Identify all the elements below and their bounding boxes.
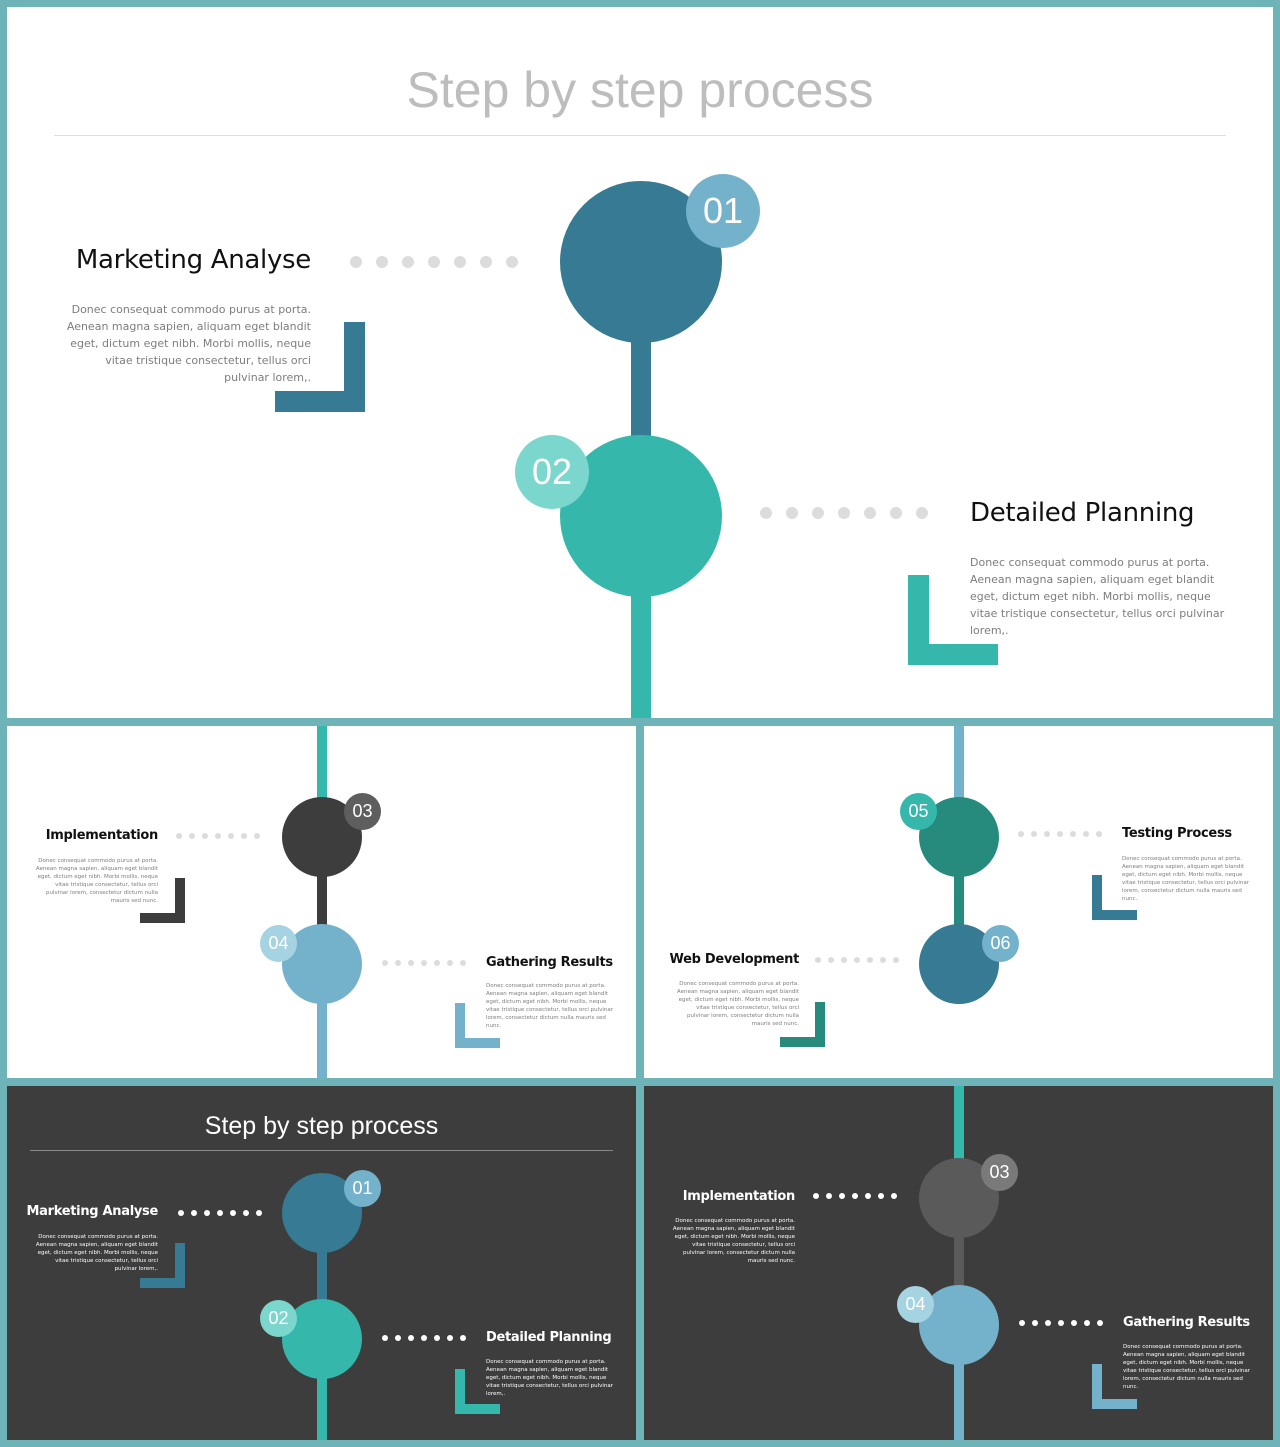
step-1-heading: Marketing Analyse (75, 245, 311, 275)
corner-bracket-icon (455, 1369, 500, 1414)
step-5-heading: Testing Process (1122, 826, 1232, 841)
step-2-description: Donec consequat commodo purus at porta. … (970, 556, 1225, 637)
connector-dots (760, 507, 928, 519)
connector-dots (1019, 1320, 1103, 1326)
connector-dots (350, 256, 518, 268)
step-1-number-badge: 01 (686, 174, 760, 248)
step-6-heading: Web Development (669, 952, 800, 967)
timeline-connector (954, 876, 964, 926)
timeline-connector (954, 1086, 964, 1160)
connector-dots (815, 957, 899, 963)
slide-main-dark: Step by step process 01 Marketing Analys… (7, 1086, 636, 1440)
corner-bracket-icon (780, 1002, 825, 1047)
corner-bracket-icon (275, 322, 365, 412)
step-1-description: Donec consequat commodo purus at porta. … (35, 1234, 158, 1272)
step-1-description: Donec consequat commodo purus at porta. … (66, 303, 311, 384)
connector-dots (176, 833, 260, 839)
step-3-description: Donec consequat commodo purus at porta. … (35, 858, 158, 904)
timeline-connector (317, 726, 327, 798)
step-3-heading: Implementation (45, 828, 159, 843)
slide-title: Step by step process (204, 1112, 439, 1140)
step-2-number-badge: 02 (515, 435, 589, 509)
title-divider (54, 135, 1226, 136)
timeline-connector (954, 1234, 964, 1288)
connector-dots (382, 1335, 466, 1341)
corner-bracket-icon (1092, 1364, 1137, 1409)
step-4-heading: Gathering Results (1123, 1315, 1250, 1330)
timeline-connector (631, 327, 651, 447)
slide-implementation: 03 Implementation Donec consequat commod… (7, 726, 636, 1078)
step-3-description: Donec consequat commodo purus at porta. … (672, 1218, 795, 1264)
timeline-connector (954, 726, 964, 798)
step-2-number-badge: 02 (260, 1300, 297, 1337)
timeline-connector (317, 1376, 327, 1440)
step-4-description: Donec consequat commodo purus at porta. … (1123, 1344, 1251, 1390)
corner-bracket-icon (1092, 875, 1137, 920)
step-6-description: Donec consequat commodo purus at porta. … (676, 981, 799, 1027)
step-2-heading: Detailed Planning (970, 498, 1195, 528)
step-4-description: Donec consequat commodo purus at porta. … (486, 983, 614, 1029)
slide-implementation-dark: 03 Implementation Donec consequat commod… (644, 1086, 1273, 1440)
step-5-number-badge: 05 (900, 793, 937, 830)
step-5-description: Donec consequat commodo purus at porta. … (1122, 856, 1250, 902)
timeline-connector (317, 1001, 327, 1078)
corner-bracket-icon (140, 878, 185, 923)
slide-title: Step by step process (406, 62, 874, 118)
step-1-number-badge: 01 (344, 1170, 381, 1207)
timeline-connector (954, 1362, 964, 1440)
slide-main: Step by step process 01 Marketing Analys… (7, 7, 1273, 718)
step-3-number-badge: 03 (344, 793, 381, 830)
timeline-connector (317, 1246, 327, 1306)
step-3-number-badge: 03 (981, 1154, 1018, 1191)
step-4-number-badge: 04 (897, 1286, 934, 1323)
corner-bracket-icon (908, 575, 998, 665)
step-4-heading: Gathering Results (486, 955, 613, 970)
connector-dots (178, 1210, 262, 1216)
connector-dots (1018, 831, 1102, 837)
connector-dots (382, 960, 466, 966)
step-3-heading: Implementation (682, 1189, 796, 1204)
corner-bracket-icon (455, 1003, 500, 1048)
step-6-number-badge: 06 (982, 925, 1019, 962)
step-4-number-badge: 04 (260, 925, 297, 962)
corner-bracket-icon (140, 1243, 185, 1288)
slide-testing: 05 Testing Process Donec consequat commo… (644, 726, 1273, 1078)
connector-dots (813, 1193, 897, 1199)
step-1-heading: Marketing Analyse (26, 1204, 159, 1219)
step-2-heading: Detailed Planning (486, 1330, 612, 1345)
title-divider (30, 1150, 613, 1151)
timeline-connector (631, 587, 651, 718)
timeline-connector (317, 876, 327, 926)
step-2-description: Donec consequat commodo purus at porta. … (486, 1359, 614, 1397)
